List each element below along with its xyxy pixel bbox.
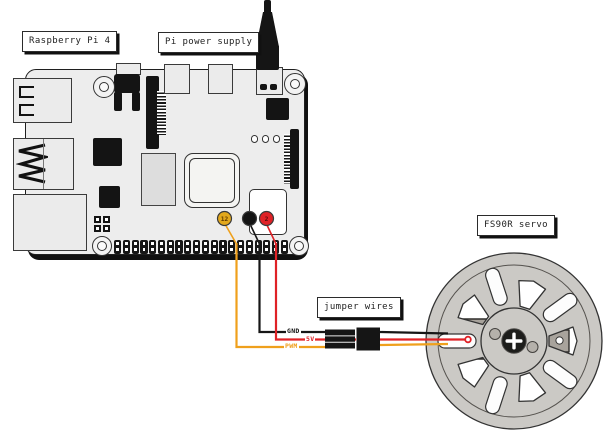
gpio-pin [245, 239, 253, 254]
gpio-pin [166, 239, 174, 254]
usb3-zigzag-icon [16, 143, 48, 184]
screw-cross-icon [505, 339, 523, 343]
soc-chip [184, 153, 240, 208]
usb-c-contact [260, 84, 267, 90]
raspberry-pi-label: Raspberry Pi 4 [22, 31, 118, 52]
port-contact-icon [19, 86, 34, 98]
spoke-slot [485, 376, 508, 415]
audio-jack-leg [114, 92, 122, 111]
raspberry-pi-board [13, 63, 309, 256]
gpio-pin [210, 239, 218, 254]
gpio-pin [184, 239, 192, 254]
spoke-slot [437, 333, 477, 349]
gpio-header [114, 239, 293, 254]
gpio-pin [122, 239, 130, 254]
gpio-pin [131, 239, 139, 254]
center-screw [501, 328, 527, 354]
servo-hub [480, 307, 548, 375]
soc-lid [189, 158, 235, 203]
usb-c-power-port [256, 67, 283, 95]
audio-jack-leg [132, 92, 140, 111]
spoke-slot [485, 267, 508, 306]
hub-screw [489, 328, 501, 340]
gpio-pin [263, 239, 271, 254]
servo-body [462, 318, 570, 360]
usb3-port [13, 138, 74, 190]
pwm-label: PWM [284, 342, 299, 351]
gpio-pin [228, 239, 236, 254]
gpio-pin [157, 239, 166, 254]
gpio-pin [219, 239, 227, 254]
servo-label: FS90R servo [477, 215, 556, 236]
poe-header [94, 216, 110, 232]
ram-chip [141, 153, 176, 206]
5v-wire [274, 243, 356, 341]
led-dot [261, 135, 270, 143]
jumper-connector [325, 327, 380, 351]
display-connector [290, 129, 299, 189]
jumper-wires-label: jumper wires [317, 297, 401, 318]
mounting-hole [92, 75, 115, 98]
gpio-pin [280, 239, 289, 254]
usb-controller-chip [93, 138, 122, 166]
gpio-pin [254, 239, 262, 254]
micro-hdmi-port [164, 64, 190, 94]
ethernet-chip [99, 186, 120, 208]
power-cable [256, 0, 279, 70]
mounting-hole [284, 73, 306, 95]
pwm-wire [379, 342, 449, 347]
mounting-tab-hole [555, 336, 564, 345]
servo-wheel [425, 252, 603, 430]
led-dot [272, 135, 281, 143]
gpio-pin [114, 239, 122, 254]
display-connector-pins [284, 134, 291, 184]
gpio-pin [149, 239, 157, 254]
usb-c-contact [270, 84, 277, 90]
gpio-pin [201, 239, 209, 254]
gpio-pin [175, 239, 183, 254]
5v-label: 5V [305, 334, 316, 343]
port-divider [43, 139, 44, 189]
gnd-wire [258, 243, 325, 334]
usb-port-top [13, 78, 72, 123]
audio-jack-body [114, 74, 140, 93]
screw-cross-icon [512, 332, 516, 350]
mounting-hole [92, 236, 112, 256]
camera-connector [146, 76, 159, 149]
gpio-pin [140, 239, 148, 254]
spoke-slot [542, 292, 578, 323]
pin-callout-box [248, 189, 287, 235]
servo-wheel-rim [437, 264, 591, 418]
hub-screw [526, 341, 539, 353]
gnd-label: GND [286, 327, 301, 336]
pmic-chip [266, 98, 289, 120]
gpio-pin [272, 239, 280, 254]
pwm-wire [235, 243, 325, 349]
spoke-slot [542, 359, 578, 390]
servo [425, 252, 603, 430]
micro-hdmi-port [208, 64, 233, 94]
camera-connector-pins [157, 91, 166, 135]
port-contact-icon [19, 104, 34, 116]
led-dot [250, 135, 259, 143]
gpio-pin [236, 239, 245, 254]
ethernet-port [13, 194, 87, 251]
5v-wire-end [464, 335, 472, 344]
gpio-pin [193, 239, 201, 254]
gnd-wire [379, 330, 449, 335]
power-supply-label: Pi power supply [158, 32, 260, 53]
